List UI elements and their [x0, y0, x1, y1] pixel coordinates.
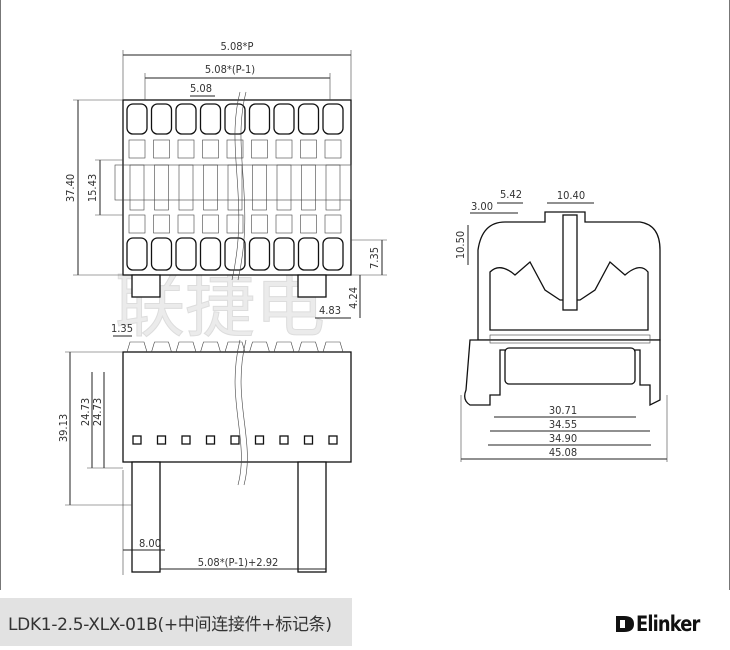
- terminal-pole-front: [322, 341, 344, 445]
- side-view: [464, 211, 661, 407]
- terminal-pole: [248, 103, 271, 271]
- dim-label: 24.73: [79, 398, 92, 426]
- terminal-pole: [175, 103, 197, 271]
- terminal-pole-front: [298, 341, 319, 445]
- terminal-pole: [126, 103, 148, 271]
- terminal-pole-front: [224, 341, 246, 445]
- dim-label: 5.08*(P-1)+2.92: [198, 556, 279, 569]
- dim-label: 1.35: [111, 322, 133, 335]
- dim-label: 45.08: [549, 446, 577, 459]
- terminal-pole: [224, 103, 246, 271]
- terminal-pole: [150, 103, 173, 271]
- technical-drawing: 联捷电 5.08*P 5.08*(P-1) 5.08 37.40 15.43 7…: [57, 40, 668, 575]
- dim-label: 30.71: [549, 404, 577, 417]
- brand-logo: Elinker: [614, 612, 711, 636]
- dim-label: 5.08*(P-1): [205, 63, 255, 76]
- terminal-pole: [297, 103, 320, 271]
- dim-label: 5.42: [500, 188, 522, 201]
- top-view: [114, 91, 352, 298]
- top-dimensions: 5.08*P 5.08*(P-1) 5.08 37.40 15.43 7.35 …: [64, 40, 387, 319]
- watermark: 联捷电: [115, 265, 325, 347]
- terminal-pole-front: [273, 341, 295, 445]
- dim-label: 34.90: [549, 432, 577, 445]
- terminal-pole: [322, 103, 344, 271]
- dim-label: 15.43: [86, 174, 99, 202]
- caption-text: LDK1-2.5-XLX-01B(+中间连接件+标记条): [8, 615, 332, 635]
- terminal-pole: [273, 103, 295, 271]
- logo-text: Elinker: [636, 612, 700, 636]
- front-dimensions: 1.35 39.13 24.73 24.73 8.00 5.08*(P-1)+2…: [57, 322, 326, 575]
- terminal-pole-front: [126, 341, 148, 445]
- dim-label: 4.83: [319, 304, 341, 317]
- dim-label: 10.50: [454, 231, 467, 259]
- dim-label: 34.55: [549, 418, 577, 431]
- dim-label: 5.08*P: [221, 40, 254, 53]
- dim-label: 24.73: [91, 398, 104, 426]
- dim-label: 39.13: [57, 414, 70, 442]
- logo-mark-icon: [616, 616, 634, 632]
- dim-label: 5.08: [190, 82, 212, 95]
- front-view: [122, 339, 352, 573]
- dim-label: 37.40: [64, 174, 77, 202]
- terminal-pole-front: [200, 341, 221, 445]
- dim-label: 3.00: [471, 200, 493, 213]
- dim-label: 4.24: [347, 287, 360, 309]
- terminal-pole-front: [249, 341, 270, 445]
- terminal-pole: [199, 103, 222, 271]
- terminal-pole-front: [151, 341, 172, 445]
- side-dimensions: 5.42 10.40 3.00 10.50 30.71 34.55 34.90 …: [454, 188, 668, 462]
- dim-label: 8.00: [139, 537, 161, 550]
- dim-label: 7.35: [368, 247, 381, 269]
- dim-label: 10.40: [557, 189, 585, 202]
- terminal-pole-front: [175, 341, 197, 445]
- model-caption: LDK1-2.5-XLX-01B(+中间连接件+标记条): [0, 598, 352, 646]
